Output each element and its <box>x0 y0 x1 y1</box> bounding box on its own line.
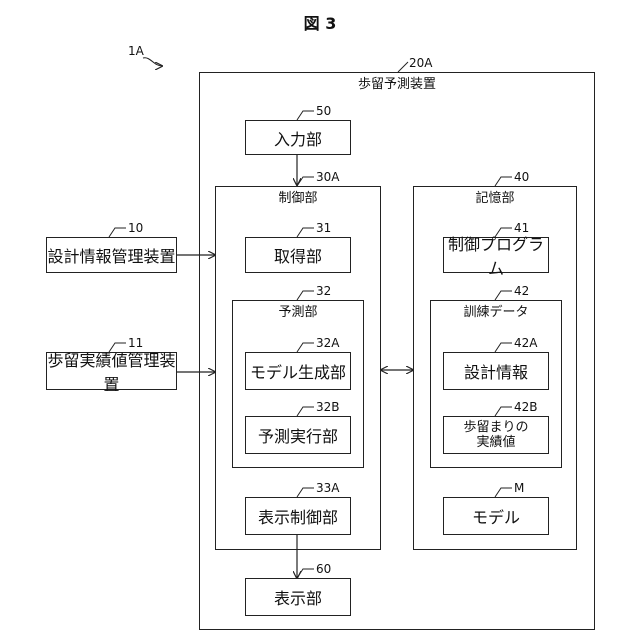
storage-unit-label: 記憶部 <box>413 191 577 207</box>
design-info-management-ref: 10 <box>128 221 143 235</box>
leader-10 <box>109 228 126 237</box>
model-ref: M <box>514 481 524 495</box>
prediction-unit-label: 予測部 <box>232 305 364 321</box>
figure-title: 図 3 <box>0 10 640 34</box>
storage-unit-ref: 40 <box>514 170 529 184</box>
display-control-ref: 33A <box>316 481 339 495</box>
yield-management-label: 歩留実績値管理装置 <box>47 347 176 395</box>
prediction-execution-label: 予測実行部 <box>258 423 338 447</box>
design-info-label: 設計情報 <box>464 359 528 383</box>
model-generation-box: モデル生成部 <box>245 352 351 390</box>
prediction-unit-ref: 32 <box>316 284 331 298</box>
yield-actual-label-line2: 実績値 <box>476 435 515 450</box>
acquisition-unit-ref: 31 <box>316 221 331 235</box>
training-data-label: 訓練データ <box>430 305 562 321</box>
display-unit-ref: 60 <box>316 562 331 576</box>
training-data-ref: 42 <box>514 284 529 298</box>
design-info-box: 設計情報 <box>443 352 549 390</box>
design-info-management-label: 設計情報管理装置 <box>47 243 175 267</box>
control-program-box: 制御プログラム <box>443 237 549 273</box>
system-ref: 1A <box>128 44 144 58</box>
yield-management-ref: 11 <box>128 336 143 350</box>
input-unit-box: 入力部 <box>245 120 351 155</box>
control-unit-ref: 30A <box>316 170 339 184</box>
yield-actual-label-line1: 歩留まりの <box>463 420 528 435</box>
system-ref-leader <box>143 58 162 66</box>
display-unit-label: 表示部 <box>274 585 322 609</box>
yield-actual-ref: 42B <box>514 400 538 414</box>
model-label: モデル <box>472 504 520 528</box>
display-control-box: 表示制御部 <box>245 497 351 535</box>
prediction-execution-box: 予測実行部 <box>245 416 351 454</box>
design-info-management-box: 設計情報管理装置 <box>46 237 177 273</box>
prediction-execution-ref: 32B <box>316 400 340 414</box>
yield-management-box: 歩留実績値管理装置 <box>46 352 177 390</box>
leader-20A <box>398 62 408 72</box>
yield-actual-box: 歩留まりの 実績値 <box>443 416 549 454</box>
model-generation-label: モデル生成部 <box>250 359 346 383</box>
display-control-label: 表示制御部 <box>258 504 338 528</box>
acquisition-unit-box: 取得部 <box>245 237 351 273</box>
control-unit-label: 制御部 <box>215 191 381 207</box>
design-info-ref: 42A <box>514 336 537 350</box>
model-box: モデル <box>443 497 549 535</box>
model-generation-ref: 32A <box>316 336 339 350</box>
device-label: 歩留予測装置 <box>199 77 595 93</box>
device-ref: 20A <box>409 56 432 70</box>
control-program-ref: 41 <box>514 221 529 235</box>
input-unit-ref: 50 <box>316 104 331 118</box>
display-unit-box: 表示部 <box>245 578 351 616</box>
input-unit-label: 入力部 <box>274 126 322 150</box>
acquisition-unit-label: 取得部 <box>274 243 322 267</box>
control-program-label: 制御プログラム <box>444 231 548 279</box>
